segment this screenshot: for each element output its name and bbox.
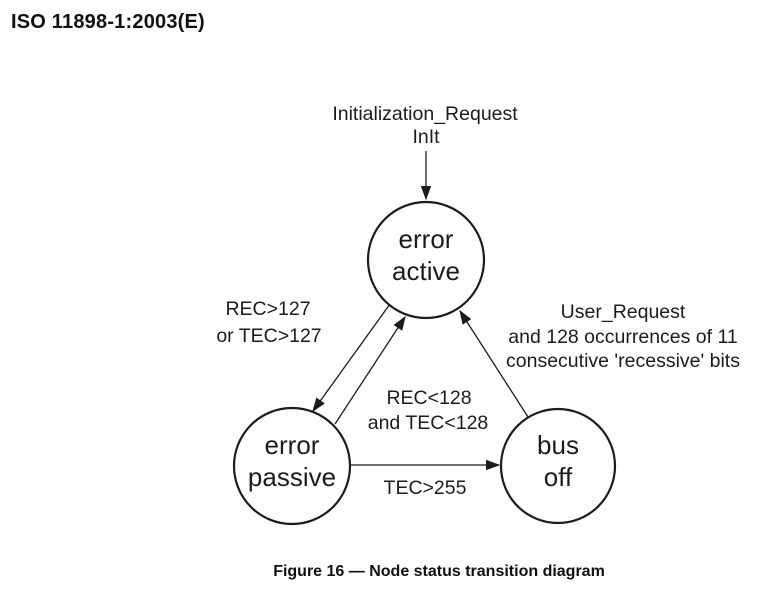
label-128-occurrences: and 128 occurrences of 11 [508,326,737,348]
label-init-line2: InIt [412,126,440,148]
label-error-passive-to-bus-off: TEC>255 [384,477,467,499]
state-bus-off: bus off [499,407,617,525]
label-rec-gt-127: REC>127 [225,298,310,320]
state-error-active: error active [366,200,486,320]
arrow-bus-off-to-error-active [459,309,529,418]
label-error-active-to-error-passive: REC>127 or TEC>127 [216,298,321,347]
label-or-tec-gt-127: or TEC>127 [216,325,321,347]
label-user-request: User_Request [561,301,686,323]
state-bus-off-label-line1: bus [537,430,579,460]
state-error-passive: error passive [232,406,352,526]
state-error-active-label-line1: error [399,224,454,254]
state-error-passive-label-line2: passive [248,462,336,492]
label-bus-off-to-error-active: User_Request and 128 occurrences of 11 c… [506,301,740,372]
label-init-to-error-active: Initialization_Request InIt [332,103,518,148]
label-and-tec-lt-128: and TEC<128 [368,412,489,434]
state-error-passive-circle [232,406,352,526]
label-error-passive-to-error-active: REC<128 and TEC<128 [368,387,489,434]
document-header: ISO 11898-1:2003(E) [11,11,205,33]
label-tec-gt-255: TEC>255 [384,477,467,499]
state-error-passive-label-line1: error [265,430,320,460]
state-error-active-circle [366,200,486,320]
state-bus-off-label-line2: off [544,462,573,492]
state-bus-off-circle [499,407,617,525]
node-status-transition-diagram: error active error passive bus off Initi… [216,103,740,526]
figure-caption: Figure 16 — Node status transition diagr… [273,563,605,580]
label-rec-lt-128: REC<128 [386,387,471,409]
state-error-active-label-line2: active [392,256,460,286]
label-consecutive-recessive-bits: consecutive 'recessive' bits [506,350,740,372]
arrow-error-passive-to-error-active [334,315,406,425]
label-init-line1: Initialization_Request [332,103,518,125]
arrow-error-active-to-error-passive [312,303,391,413]
